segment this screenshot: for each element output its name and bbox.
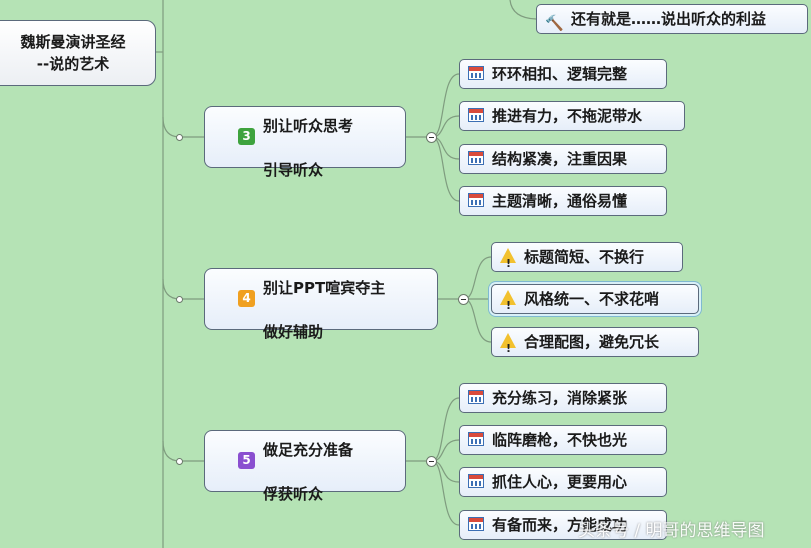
branch-4-line2: 做好辅助	[263, 323, 324, 341]
connector-line	[162, 116, 204, 138]
branch-node-3[interactable]: 3 别让听众思考 引导听众	[204, 106, 406, 179]
branch-node-4[interactable]: 4 别让PPT喧宾夺主 做好辅助	[204, 268, 438, 341]
watermark: 头条号 / 明哥的思维导图	[578, 521, 765, 541]
connector-line	[463, 256, 492, 300]
warning-icon	[500, 333, 516, 363]
leaf-label: 风格统一、不求花哨	[524, 290, 660, 308]
branch-4-collapse-button[interactable]	[458, 294, 469, 305]
leaf-label: 临阵磨枪，不快也光	[492, 431, 628, 449]
gavel-icon: 🔨	[545, 14, 564, 32]
warning-icon	[500, 290, 516, 320]
calendar-icon	[468, 473, 484, 488]
branch-5-leaf-4[interactable]: 有备而来，方能成功	[459, 510, 667, 540]
branch-3-leaf-4[interactable]: 主题清晰，通俗易懂	[459, 186, 667, 216]
leaf-label: 抓住人心，更要用心	[492, 473, 628, 491]
branch-5-leaf-1[interactable]: 充分练习，消除紧张	[459, 383, 667, 413]
leaf-label: 充分练习，消除紧张	[492, 389, 628, 407]
leaf-label: 有备而来，方能成功	[492, 516, 628, 534]
connector-line	[431, 397, 460, 462]
branch-4-leaf-3[interactable]: 合理配图，避免冗长	[491, 327, 699, 363]
root-title-line1: 魏斯曼演讲圣经	[20, 33, 126, 51]
branch-5-connector-knob	[176, 458, 183, 465]
calendar-icon	[468, 65, 484, 80]
warning-icon	[500, 248, 516, 278]
calendar-icon	[468, 107, 484, 122]
branch-4-leaf-2[interactable]: 风格统一、不求花哨	[491, 284, 699, 320]
connector-line	[463, 298, 492, 343]
connector-line	[162, 440, 204, 462]
calendar-icon	[468, 516, 484, 531]
connector-line	[431, 73, 460, 138]
branch-5-line2: 俘获听众	[263, 485, 324, 503]
branch-3-line1: 别让听众思考	[263, 117, 354, 135]
calendar-icon	[468, 431, 484, 446]
priority-4-icon: 4	[238, 290, 255, 307]
branch-4-line1: 别让PPT喧宾夺主	[263, 279, 386, 297]
top-leaf-label: 还有就是……说出听众的利益	[571, 10, 767, 28]
branch-4-connector-knob	[176, 296, 183, 303]
branch-5-leaf-2[interactable]: 临阵磨枪，不快也光	[459, 425, 667, 455]
calendar-icon	[468, 192, 484, 207]
branch-5-line1: 做足充分准备	[263, 441, 354, 459]
leaf-label: 环环相扣、逻辑完整	[492, 65, 628, 83]
leaf-label: 推进有力，不拖泥带水	[492, 107, 643, 125]
calendar-icon	[468, 389, 484, 404]
priority-5-icon: 5	[238, 452, 255, 469]
leaf-label: 标题简短、不换行	[524, 248, 645, 266]
connector-line	[162, 278, 204, 300]
branch-4-leaf-1[interactable]: 标题简短、不换行	[491, 242, 683, 278]
leaf-label: 结构紧凑，注重因果	[492, 150, 628, 168]
branch-3-leaf-2[interactable]: 推进有力，不拖泥带水	[459, 101, 685, 131]
connector-line	[509, 0, 537, 20]
branch-3-leaf-3[interactable]: 结构紧凑，注重因果	[459, 144, 667, 174]
branch-node-5[interactable]: 5 做足充分准备 俘获听众	[204, 430, 406, 503]
priority-3-icon: 3	[238, 128, 255, 145]
connector-line	[431, 136, 460, 202]
root-title-line2: --说的艺术	[36, 55, 110, 73]
top-leaf-node[interactable]: 🔨 还有就是……说出听众的利益	[536, 4, 808, 34]
branch-3-line2: 引导听众	[263, 161, 324, 179]
leaf-label: 合理配图，避免冗长	[524, 333, 660, 351]
branch-5-collapse-button[interactable]	[426, 456, 437, 467]
leaf-label: 主题清晰，通俗易懂	[492, 192, 628, 210]
branch-3-leaf-1[interactable]: 环环相扣、逻辑完整	[459, 59, 667, 89]
branch-5-leaf-3[interactable]: 抓住人心，更要用心	[459, 467, 667, 497]
connector-line	[431, 460, 460, 526]
branch-3-connector-knob	[176, 134, 183, 141]
branch-3-collapse-button[interactable]	[426, 132, 437, 143]
calendar-icon	[468, 150, 484, 165]
root-node[interactable]: 魏斯曼演讲圣经 --说的艺术	[0, 20, 156, 86]
